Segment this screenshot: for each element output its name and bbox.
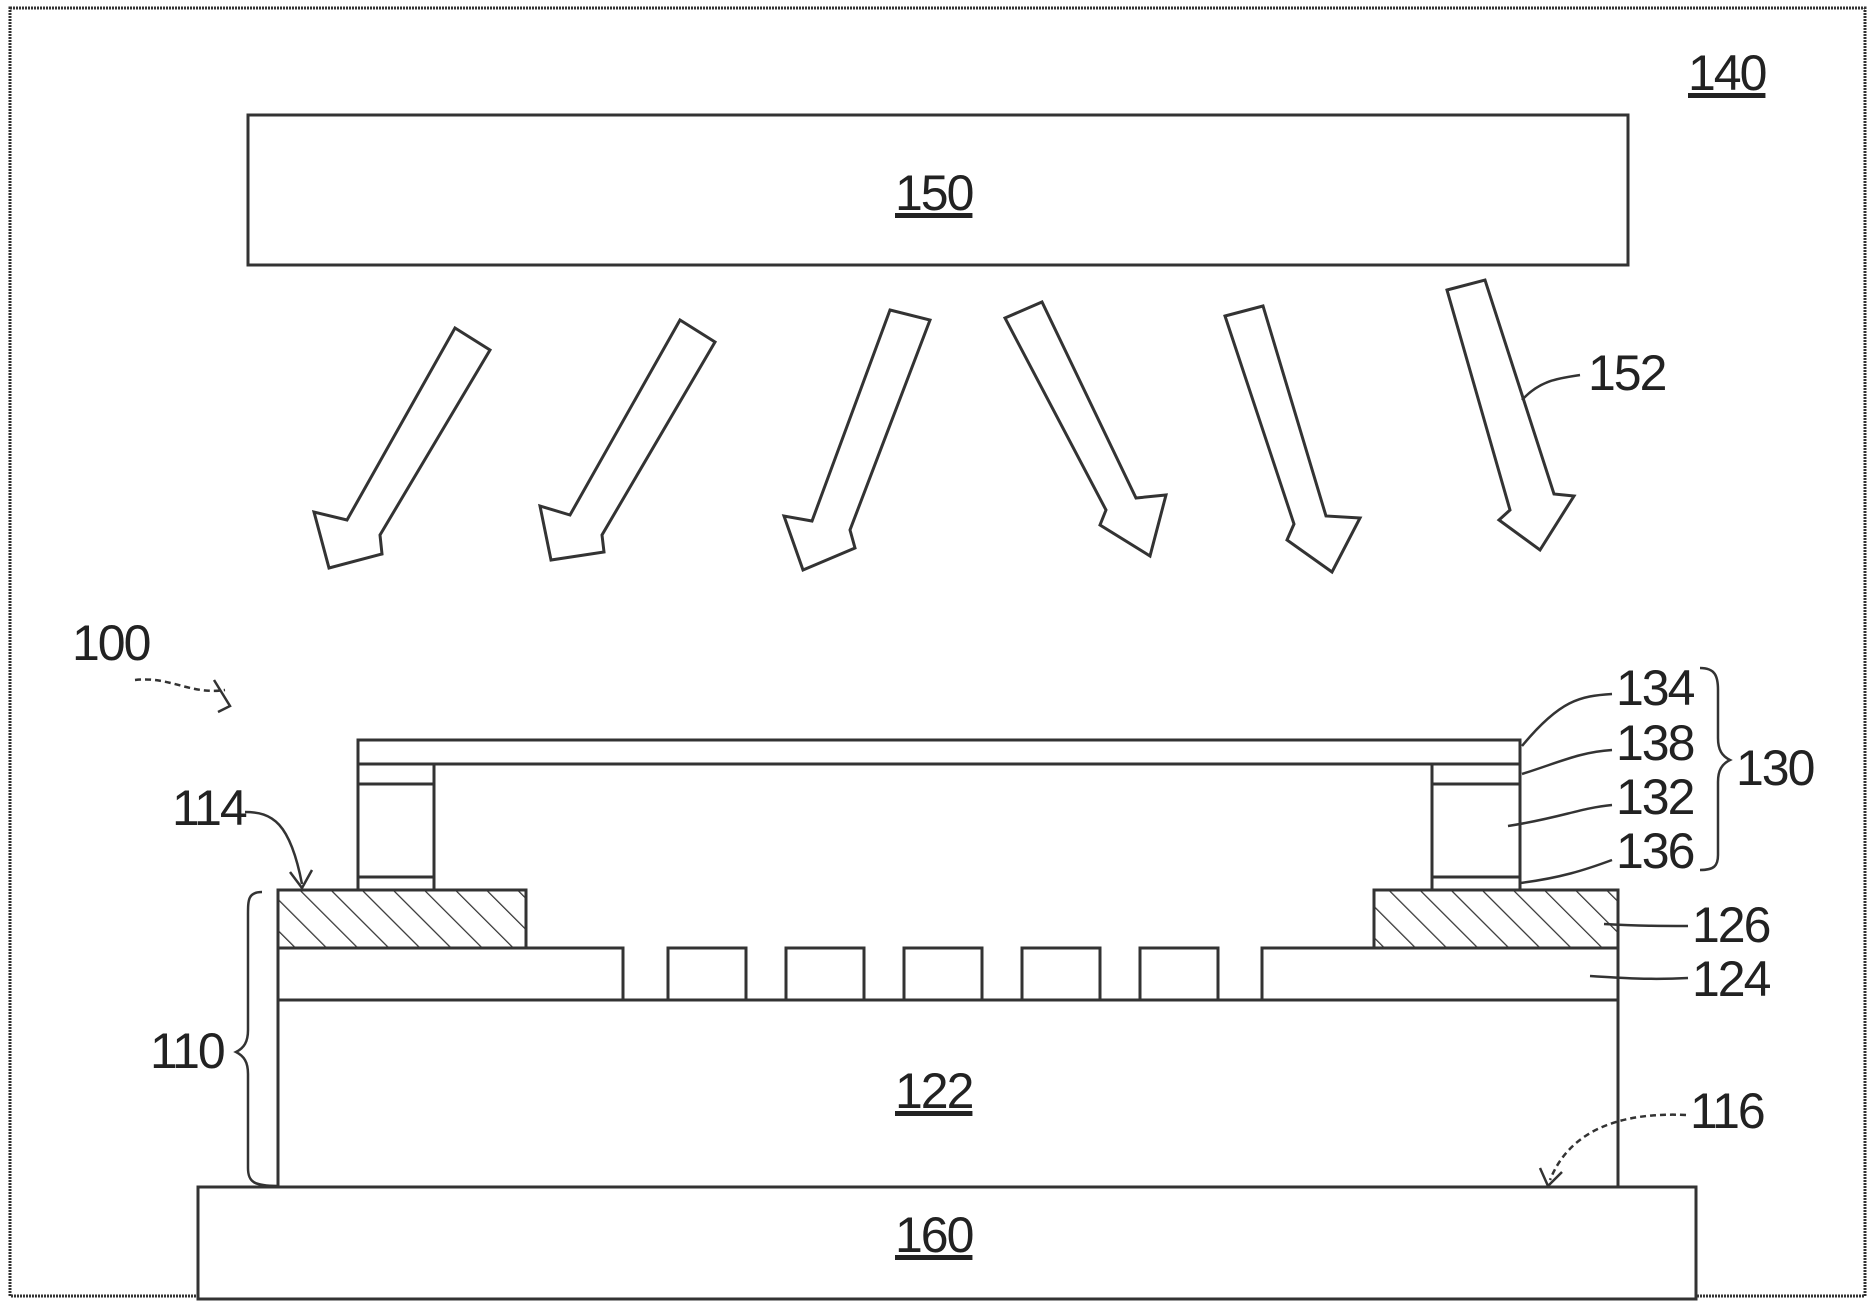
bond-area-label: 114 (172, 780, 247, 836)
cover-layer-label: 138 (1616, 715, 1694, 771)
light-rays-label: 152 (1588, 345, 1666, 401)
bonding-pad-right (1374, 890, 1618, 948)
cover-spacer-label: 132 (1616, 769, 1694, 825)
base-substrate-label: 122 (895, 1063, 973, 1119)
substrate-assembly-label: 110 (150, 1023, 224, 1079)
bonding-layer-label: 126 (1692, 897, 1770, 953)
patterned-segment-4 (1022, 948, 1100, 1000)
patterned-left-block (278, 948, 623, 1000)
patterned-segment-3 (904, 948, 982, 1000)
cover-assembly-label: 130 (1736, 740, 1814, 796)
chamber-label: 140 (1688, 45, 1766, 101)
cover-top-label: 134 (1616, 660, 1695, 716)
stage-label: 160 (895, 1207, 973, 1263)
patterned-segment-2 (786, 948, 864, 1000)
package-assembly-label: 100 (72, 615, 150, 671)
patterned-layer-label: 124 (1692, 951, 1771, 1007)
patterned-layer (278, 948, 1618, 1000)
cover-bottom-label: 136 (1616, 823, 1694, 879)
patterned-segment-1 (668, 948, 746, 1000)
cover-top-plate (358, 740, 1520, 764)
patterned-right-block (1262, 948, 1618, 1000)
base-surface-label: 116 (1690, 1083, 1764, 1139)
light-source-label: 150 (895, 165, 973, 221)
patterned-segment-5 (1140, 948, 1218, 1000)
bonding-pad-left (278, 890, 526, 948)
